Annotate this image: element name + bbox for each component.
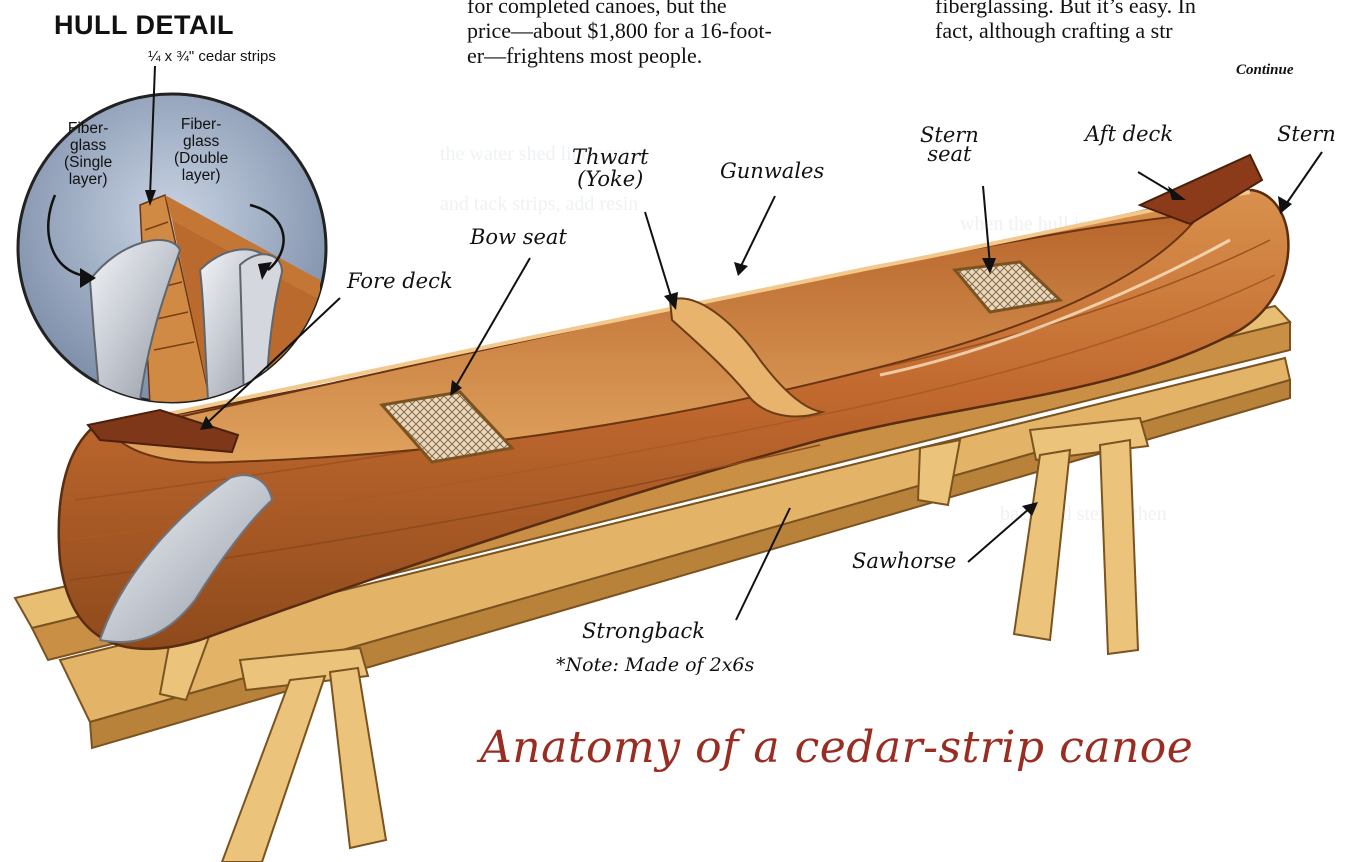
bow-seat-label: Bow seat bbox=[470, 226, 567, 248]
thwart-label: Thwart (Yoke) bbox=[572, 146, 649, 190]
strongback-note: *Note: Made of 2x6s bbox=[556, 654, 754, 676]
fore-deck-label: Fore deck bbox=[347, 270, 453, 292]
stern-label: Stern bbox=[1277, 123, 1336, 145]
sawhorse-label: Sawhorse bbox=[852, 550, 956, 572]
stern-seat-label: Stern seat bbox=[920, 126, 979, 164]
strongback-label: Strongback bbox=[582, 620, 705, 642]
figure-caption: Anatomy of a cedar-strip canoe bbox=[480, 722, 1193, 773]
single-layer-label: Fiber- glass (Single layer) bbox=[64, 120, 112, 188]
gunwales-label: Gunwales bbox=[720, 160, 824, 182]
double-layer-label: Fiber- glass (Double layer) bbox=[174, 116, 228, 184]
sawhorse-left bbox=[160, 634, 386, 862]
cedar-strips-label: ¼ x ¾" cedar strips bbox=[148, 48, 276, 65]
aft-deck-label: Aft deck bbox=[1085, 123, 1173, 145]
hull-detail-title: HULL DETAIL bbox=[54, 10, 234, 41]
